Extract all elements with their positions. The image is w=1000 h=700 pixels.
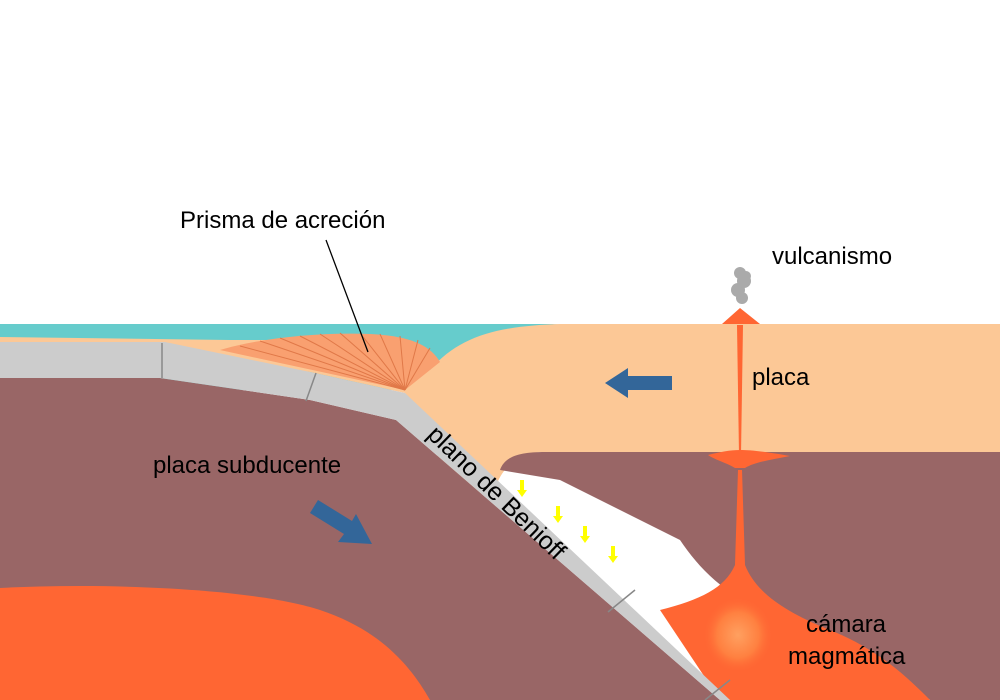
- subducting-slab: [0, 342, 730, 700]
- plate-label: placa: [752, 364, 810, 391]
- plate-motion-arrow-icon: [605, 368, 672, 398]
- accretion-prism-label: Prisma de acreción: [180, 207, 385, 234]
- magma-chamber-glow: [703, 597, 773, 673]
- earthquake-marker-icon: [517, 480, 527, 497]
- smoke-icon: [731, 267, 751, 304]
- earthquake-marker-icon: [553, 506, 563, 523]
- earthquake-marker-icon: [608, 546, 618, 563]
- volcanic-conduit: [737, 325, 743, 455]
- magma-chamber-label-line1: cámara: [806, 611, 887, 638]
- magma-sill: [708, 450, 790, 468]
- magma-chamber-label-line2: magmática: [788, 643, 906, 670]
- asthenosphere: [0, 586, 430, 700]
- volcano-cone: [722, 308, 760, 324]
- overriding-plate: [0, 324, 1000, 500]
- slab-segment-lines: [161, 343, 731, 700]
- subduction-arrow-icon: [310, 500, 372, 544]
- accretion-prism-leader-line: [325, 239, 369, 353]
- volcanism-label: vulcanismo: [772, 243, 892, 270]
- subducting-plate-label: placa subducente: [153, 452, 341, 479]
- earthquake-markers: [517, 480, 618, 563]
- earthquake-marker-icon: [580, 526, 590, 543]
- accretion-prism: [220, 333, 440, 390]
- accretion-prism-lines: [239, 332, 431, 391]
